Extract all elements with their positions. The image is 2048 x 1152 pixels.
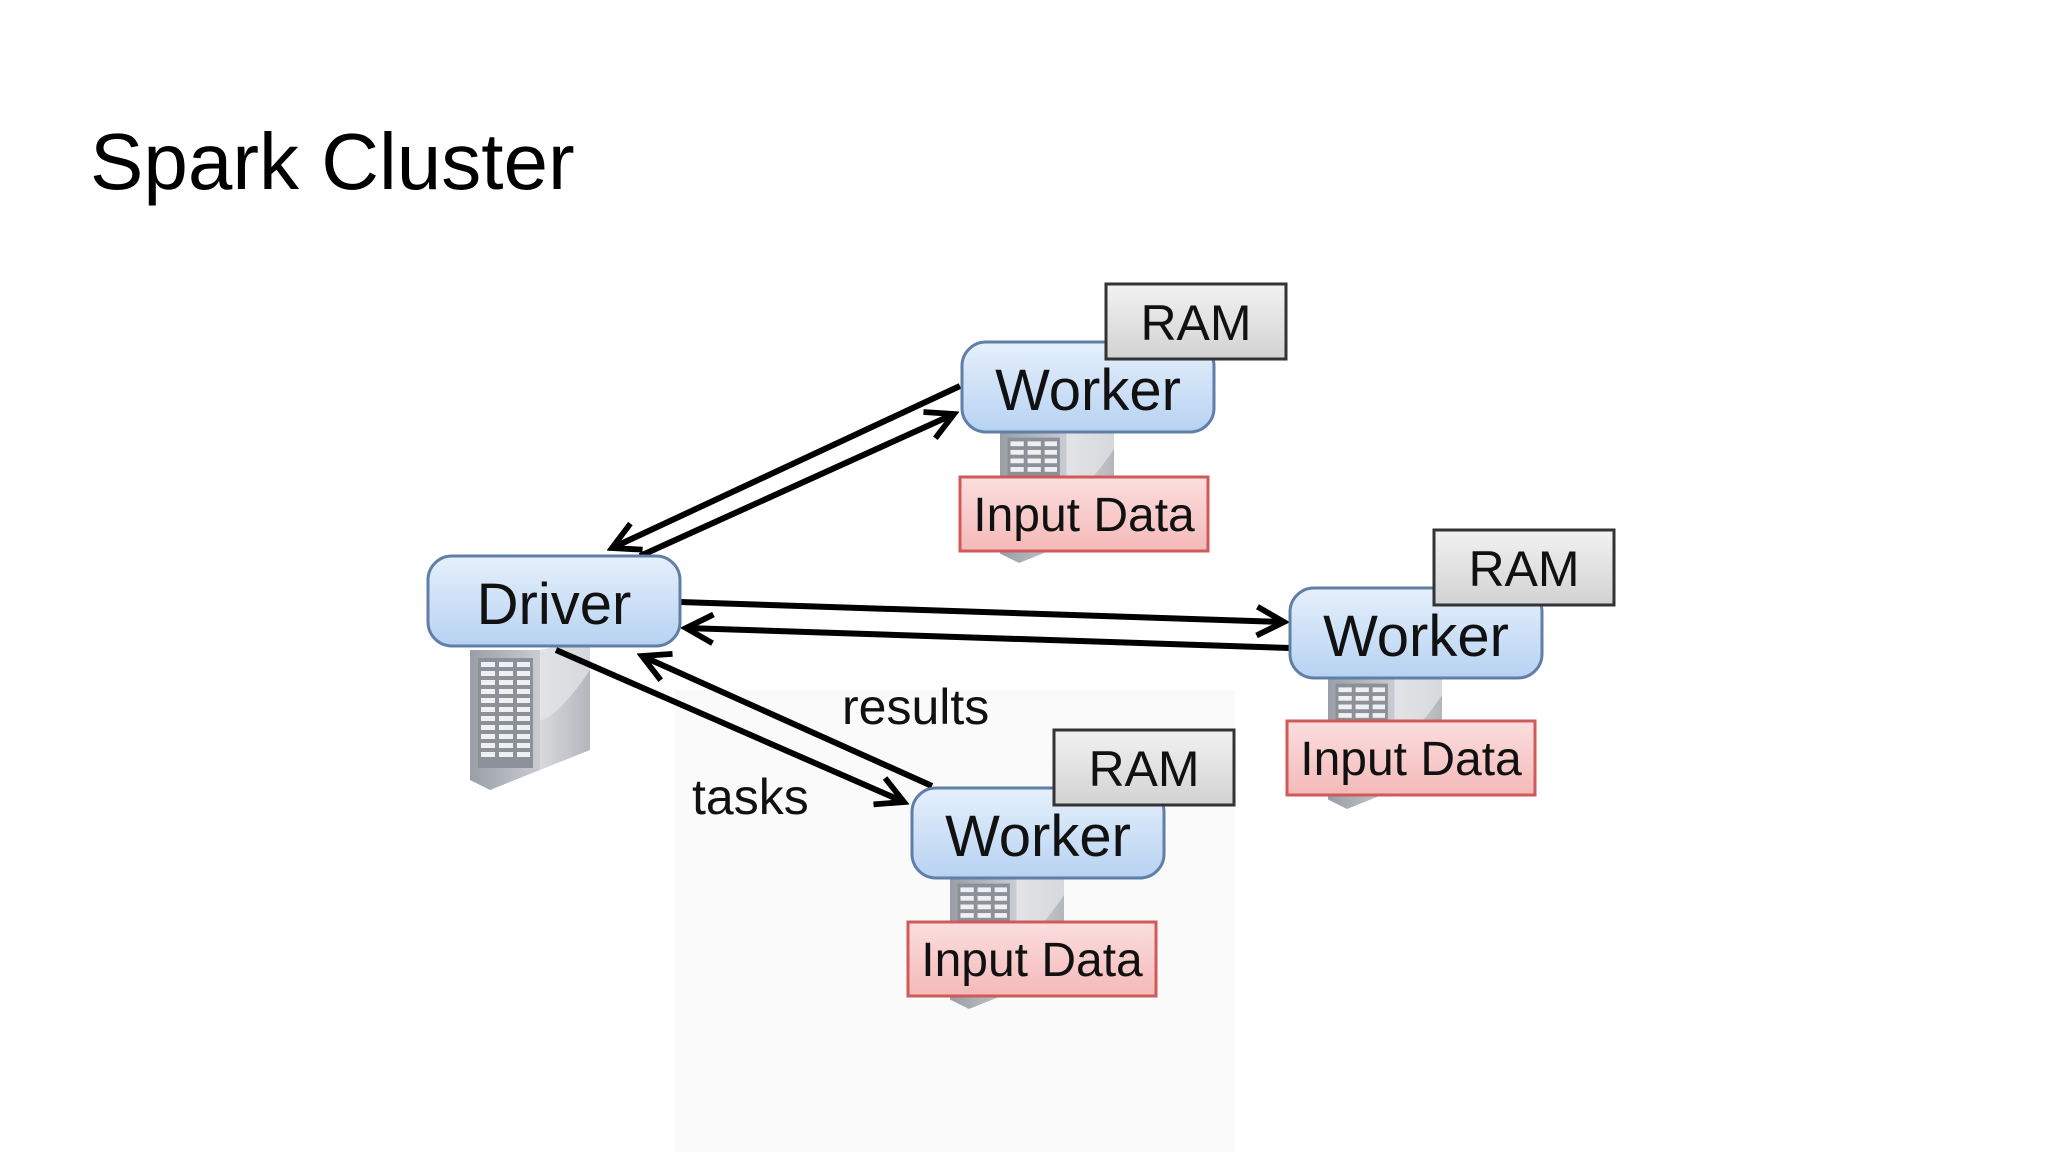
arrow-worker-right-to-driver	[686, 628, 1291, 651]
slide-title: Spark Cluster	[90, 117, 575, 206]
arrow-worker-top-to-driver	[612, 383, 962, 548]
worker-label: Worker	[995, 358, 1181, 423]
input-data-box	[906, 920, 1158, 998]
tasks-label: tasks	[692, 769, 809, 825]
ram-box	[1432, 528, 1616, 607]
arrow-driver-to-worker-bottom-tasks	[554, 647, 904, 802]
input-data-box	[958, 475, 1210, 553]
driver-node: Driver	[426, 554, 682, 648]
results-label: results	[842, 679, 989, 735]
input-data-label: Input Data	[1300, 733, 1522, 786]
ram-label: RAM	[1140, 295, 1251, 351]
ram-box	[1104, 282, 1288, 361]
worker-node-top: Worker RAM Input Data	[958, 282, 1288, 553]
ram-label: RAM	[1088, 741, 1199, 797]
driver-server-icon	[470, 640, 590, 790]
worker-node-right: Worker RAM Input Data	[1285, 528, 1616, 797]
input-data-label: Input Data	[973, 489, 1195, 542]
arrow-worker-bottom-to-driver-results	[642, 656, 934, 789]
driver-label: Driver	[477, 572, 632, 637]
worker-label: Worker	[1323, 604, 1509, 669]
worker-label: Worker	[945, 804, 1131, 869]
input-data-box	[1285, 719, 1537, 797]
arrow-driver-to-worker-top	[638, 414, 954, 559]
worker-node-bottom: Worker RAM Input Data	[906, 728, 1236, 998]
input-data-label: Input Data	[921, 934, 1143, 987]
ram-label: RAM	[1468, 541, 1579, 597]
arrow-driver-to-worker-right	[679, 599, 1284, 622]
ram-box	[1052, 728, 1236, 807]
